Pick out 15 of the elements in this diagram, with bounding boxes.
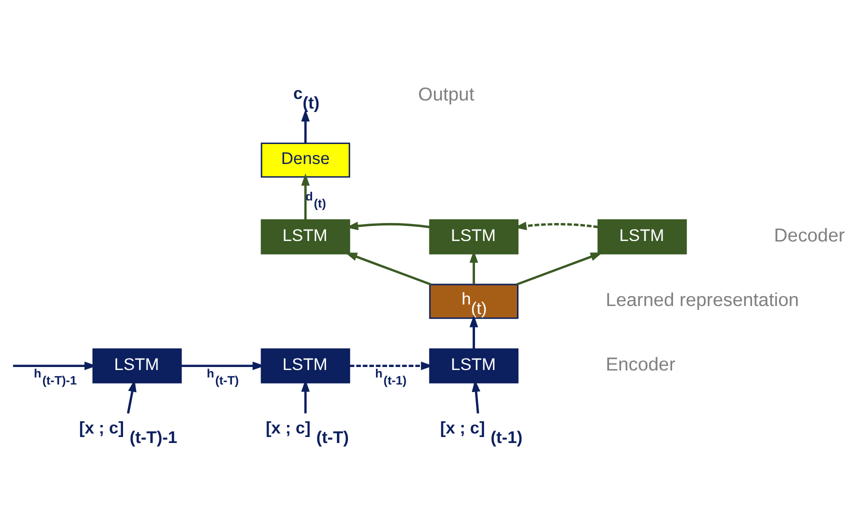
- node-box: LSTM: [429, 348, 518, 383]
- label: Decoder: [774, 224, 845, 245]
- node-box: LSTM: [598, 218, 687, 254]
- node-box: LSTM: [429, 218, 518, 254]
- node-box: Dense: [260, 142, 350, 178]
- label: Encoder: [606, 353, 676, 374]
- node-box: LSTM: [260, 348, 350, 383]
- label: Output: [418, 82, 474, 104]
- node-box: LSTM: [92, 348, 182, 383]
- arrow: [344, 252, 432, 286]
- arrow: [516, 252, 603, 286]
- label: Learned representation: [606, 288, 799, 310]
- arrow: [470, 314, 478, 348]
- node-box: LSTM: [260, 218, 350, 254]
- arrow: [301, 108, 310, 143]
